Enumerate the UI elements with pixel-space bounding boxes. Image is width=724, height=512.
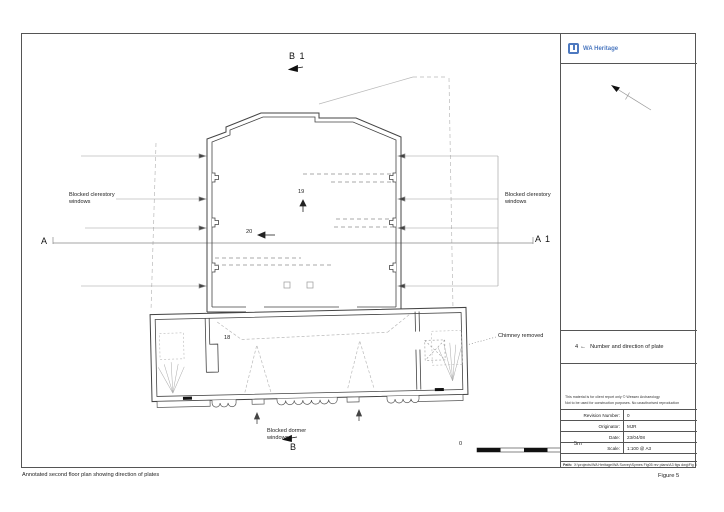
clerestory-leader-lines (81, 153, 499, 289)
disclaimer: This material is for client report only … (561, 364, 697, 410)
plate-number-18: 18 (224, 335, 231, 341)
legend-arrow-icon: ← (580, 344, 587, 350)
annotation-chimney-removed: Chimney removed (498, 333, 544, 339)
scale-label: Scale: (607, 445, 620, 451)
construction-lines (150, 76, 454, 312)
annotation-blocked-dormer: Blocked dormer windows (267, 428, 307, 442)
originator-label: Originator: (598, 423, 620, 429)
legend-text: Number and direction of plate (590, 344, 664, 350)
sheet-caption: Annotated second floor plan showing dire… (22, 472, 160, 478)
annotation-right-clerestory: Blocked clerestory windows (505, 192, 551, 206)
scale-bar-max: 5m (574, 441, 582, 447)
dormer-indicator-arrows (253, 408, 363, 424)
wa-heritage-logo-icon (568, 43, 579, 54)
table-row-revision: Revision Number: 0 (561, 410, 697, 421)
scale-bar-zero: 0 (459, 441, 463, 447)
table-row-date: Date: 23/04/08 (561, 432, 697, 443)
plate-dashed-lines (215, 173, 393, 266)
dormer-windows (211, 395, 420, 408)
table-row-originator: Originator: MJR (561, 421, 697, 432)
plate-number-20: 20 (246, 229, 253, 235)
north-arrow-cell (561, 64, 697, 331)
path-label: Path: (563, 462, 572, 467)
section-label-b1: B 1 (289, 51, 306, 61)
date-label: Date: (609, 434, 620, 440)
originator-value: MJR (623, 421, 697, 431)
plate-number-19: 19 (298, 189, 305, 195)
wing-roof-dashes (217, 314, 410, 393)
title-block: WA Heritage 4 ← Number and direction of … (560, 34, 697, 467)
table-row-empty (561, 454, 697, 462)
floor-plan-drawing (52, 64, 561, 453)
disclaimer-line-1: This material is for client report only … (565, 395, 660, 400)
stair-right (431, 330, 463, 381)
figure-number: Figure 5 (658, 473, 680, 479)
path-value: X:\projects\WA Heritage\WA Survey\Symes … (573, 462, 697, 467)
legend-number: 4 (575, 344, 579, 350)
scale-value: 1:100 @ A3 (623, 443, 697, 453)
section-label-a1: A 1 (535, 234, 552, 244)
stair-left (158, 332, 185, 394)
section-line-a (52, 237, 534, 244)
table-row-scale: Scale: 1:100 @ A3 (561, 443, 697, 454)
hall-walls (206, 112, 402, 313)
section-label-a: A (41, 236, 49, 246)
file-path-row: Path: X:\projects\WA Heritage\WA Survey\… (561, 462, 697, 467)
info-table: Revision Number: 0 Originator: MJR Date:… (561, 410, 697, 467)
section-arrows (281, 64, 304, 443)
legend-cell: 4 ← Number and direction of plate (561, 331, 697, 364)
revision-label: Revision Number: (583, 412, 620, 418)
north-arrow-icon (611, 85, 652, 111)
revision-value: 0 (623, 410, 697, 420)
annotation-left-clerestory: Blocked clerestory windows (69, 192, 115, 206)
wing-walls (149, 306, 469, 408)
drawing-sheet: B 1 B A A 1 Blocked clerestory windows B… (21, 33, 697, 468)
disclaimer-line-2: Not to be used for construction purposes… (565, 400, 680, 405)
section-label-b: B (290, 442, 298, 452)
scale-bar (476, 447, 561, 453)
column-bases (283, 281, 314, 289)
date-value: 23/04/08 (623, 432, 697, 442)
chimney-removed-outline (424, 339, 446, 361)
brand-name: WA Heritage (583, 45, 619, 52)
brand-header: WA Heritage (561, 34, 697, 64)
